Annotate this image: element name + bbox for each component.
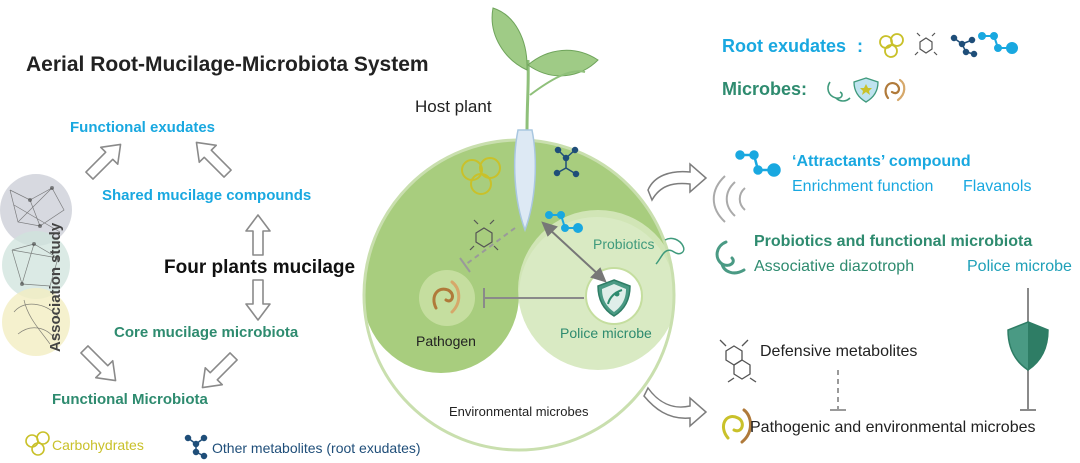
- cycle-arrows: [80, 141, 271, 389]
- attractant-molecule-icon: [545, 211, 583, 233]
- host-plant-icon: [491, 7, 599, 233]
- attractant-compound-icon: [735, 150, 781, 177]
- carbohydrates-icon: [461, 157, 501, 195]
- police-shield-large-icon: [1007, 321, 1049, 371]
- root-police-double-arrow: [541, 221, 607, 283]
- legend-metabolite-icon: [950, 34, 978, 58]
- label-root-exudates: Root exudates: [722, 36, 847, 56]
- label-pathogenic-environmental-microbes: Pathogenic and environmental microbes: [750, 419, 1036, 436]
- legend-attractant-icon: [978, 32, 1018, 54]
- bottom-metabolite-icon: [184, 434, 208, 460]
- label-associative-diazotroph: Associative diazotroph: [754, 258, 915, 275]
- pathogen-circle: [419, 270, 475, 326]
- label-probiotics-functional-microbiota: Probiotics and functional microbiota: [754, 233, 1033, 250]
- arrow-core-to-functional: [201, 352, 238, 389]
- arrow-network-to-functional: [80, 345, 117, 382]
- pathogen-large-icon: [722, 408, 752, 444]
- legend-defensive-icon: [914, 32, 938, 56]
- legend-pathogen-icon: [884, 78, 906, 102]
- curved-arrow-top: [647, 162, 708, 202]
- label-defensive-metabolites: Defensive metabolites: [760, 343, 918, 360]
- legend-probiotic-icon: [827, 81, 851, 102]
- label-other-metabolites: Other metabolites (root exudates): [212, 440, 421, 456]
- label-host-plant: Host plant: [415, 97, 492, 116]
- label-police-microbe-center: Police microbe: [560, 325, 652, 341]
- label-probiotics: Probiotics: [593, 236, 655, 252]
- label-enrichment-function: Enrichment function: [792, 178, 934, 195]
- label-functional-microbiota: Functional Microbiota: [52, 391, 208, 408]
- dashed-inhibition-line: [459, 227, 516, 273]
- curved-arrow-bottom: [643, 386, 708, 428]
- label-police-microbe-legend: Police microbe: [967, 258, 1072, 275]
- label-carbohydrates: Carbohydrates: [52, 437, 144, 453]
- pathogen-worm-icon: [432, 280, 461, 314]
- arrow-network-to-exudates: [85, 143, 122, 180]
- rhizosphere-ball: [362, 138, 676, 452]
- police-shield-icon: [597, 279, 631, 317]
- association-network-icon: [0, 174, 72, 356]
- arrow-mucilage-to-core: [245, 279, 271, 321]
- label-core-mucilage-microbiota: Core mucilage microbiota: [114, 324, 299, 341]
- label-microbes: Microbes:: [722, 79, 808, 99]
- defensive-inhibition-line: [830, 370, 846, 411]
- arrow-shared-to-exudates: [195, 141, 232, 178]
- signal-waves-icon: [712, 175, 746, 223]
- bottom-carbohydrates-icon: [25, 431, 50, 456]
- diagram-title: Aerial Root-Mucilage-Microbiota System: [26, 53, 429, 76]
- label-functional-exudates: Functional exudates: [70, 119, 216, 136]
- probiotic-large-icon: [715, 240, 746, 275]
- defensive-metabolite-large-icon: [719, 339, 757, 383]
- defensive-metabolite-icon-ball: [469, 219, 499, 251]
- inhibition-line: [483, 288, 584, 308]
- label-root-exudates-colon: :: [857, 36, 863, 56]
- label-attractants-compound: ‘Attractants’ compound: [792, 153, 971, 170]
- label-environmental-microbes: Environmental microbes: [449, 404, 589, 419]
- legend-shield-icon: [853, 77, 879, 103]
- metabolite-molecule-icon: [553, 146, 580, 178]
- arrow-mucilage-to-shared: [245, 214, 271, 256]
- label-pathogen: Pathogen: [416, 333, 476, 349]
- label-shared-mucilage-compounds: Shared mucilage compounds: [102, 187, 312, 204]
- label-flavanols: Flavanols: [963, 178, 1032, 195]
- legend-carbohydrates-icon: [879, 33, 904, 58]
- probiotic-bacterium-icon: [655, 237, 685, 265]
- label-association-study: Association study: [47, 222, 64, 352]
- label-four-plants-mucilage: Four plants mucilage: [164, 257, 356, 278]
